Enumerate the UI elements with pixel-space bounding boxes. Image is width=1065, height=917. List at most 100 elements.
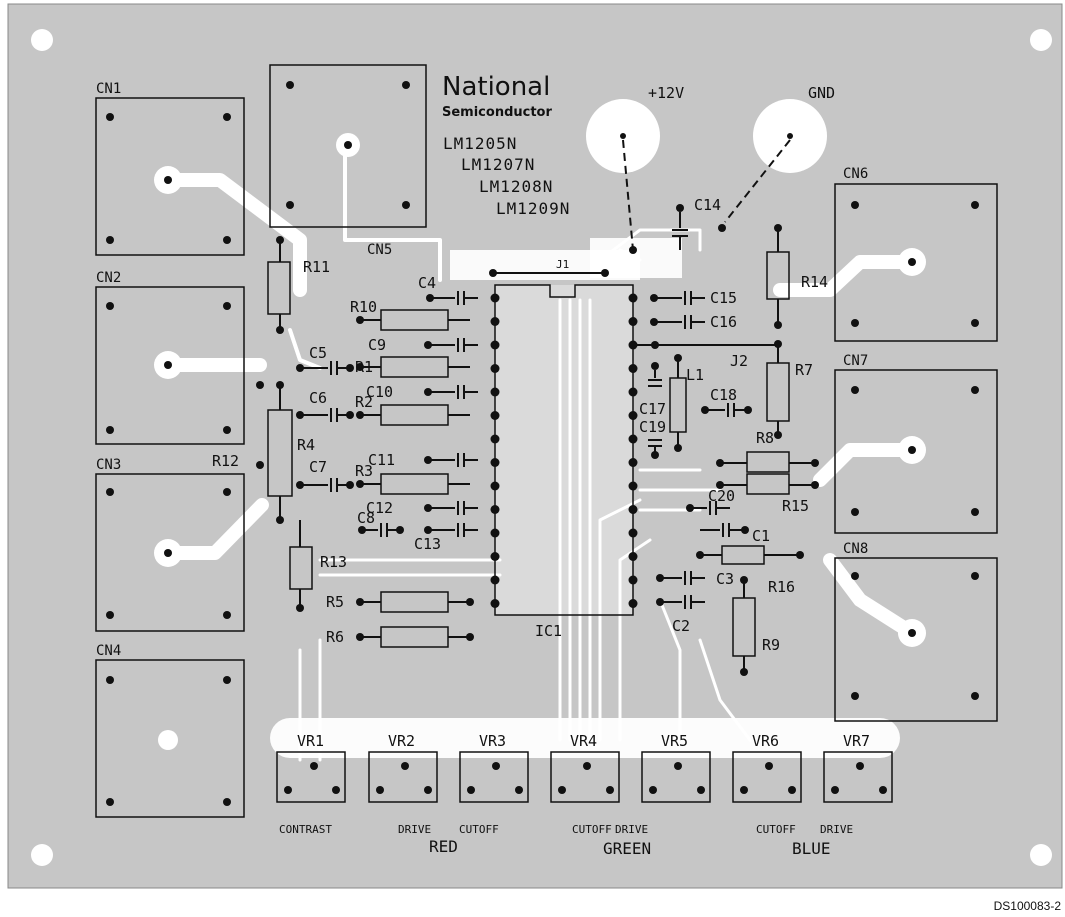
part-number-4: LM1209N	[496, 199, 570, 218]
ic1-pin	[490, 505, 500, 514]
vr2-function: DRIVE	[398, 823, 431, 836]
ic1-pin	[628, 387, 638, 397]
r3-label: R3	[355, 462, 373, 480]
connector-cn5	[269, 64, 427, 228]
cn5-label: CN5	[367, 242, 392, 258]
ic1-pins	[490, 293, 638, 608]
c14-label: C14	[694, 196, 721, 214]
connector-cn3	[95, 473, 245, 632]
cn8-label: CN8	[843, 541, 868, 557]
ic1-pin	[490, 575, 500, 585]
connector-cn2	[95, 286, 245, 445]
cn2-label: CN2	[96, 270, 121, 286]
ic1-pin	[490, 599, 500, 608]
c19-label: C19	[639, 418, 666, 436]
c18-label: C18	[710, 386, 737, 404]
vr3-function: CUTOFF	[459, 823, 499, 836]
r10-label: R10	[350, 298, 377, 316]
vr4-label: VR4	[570, 732, 597, 750]
vr3-label: VR3	[479, 732, 506, 750]
cn6-label: CN6	[843, 166, 868, 182]
ic1-pin	[628, 293, 638, 303]
ic1-pin	[490, 528, 500, 538]
ic1-pin	[490, 411, 500, 420]
ic1-pin	[490, 340, 500, 350]
resistor-pads	[256, 204, 819, 676]
c8-label: C8	[357, 509, 375, 527]
r13-label: R13	[320, 553, 347, 571]
ic1-pin	[490, 317, 500, 326]
ic1-pin	[628, 434, 638, 444]
j2-label: J2	[730, 352, 748, 370]
r6-label: R6	[326, 628, 344, 646]
r8-label: R8	[756, 429, 774, 447]
ic1-pin	[628, 458, 638, 467]
c9-label: C9	[368, 336, 386, 354]
ic1-pin	[628, 411, 638, 420]
r9-label: R9	[762, 636, 780, 654]
group-green-label: GREEN	[603, 839, 651, 858]
group-red-label: RED	[429, 837, 458, 856]
plus12v-label: +12V	[648, 84, 684, 102]
ic1-pin	[628, 528, 638, 538]
c10-label: C10	[366, 383, 393, 401]
r2-label: R2	[355, 393, 373, 411]
ic1-pin	[628, 505, 638, 514]
ic1-pin	[628, 552, 638, 561]
part-number-3: LM1208N	[479, 177, 553, 196]
vr7-label: VR7	[843, 732, 870, 750]
part-number-2: LM1207N	[461, 155, 535, 174]
ic1-pin	[490, 387, 500, 397]
mounting-holes	[31, 29, 1052, 866]
c2-label: C2	[672, 617, 690, 635]
cn7-label: CN7	[843, 353, 868, 369]
vr1-function: CONTRAST	[279, 823, 332, 836]
cn1-label: CN1	[96, 81, 121, 97]
ic1-chip	[489, 269, 634, 616]
vr6-function: CUTOFF	[756, 823, 796, 836]
ic1-label: IC1	[535, 622, 562, 640]
vr6-label: VR6	[752, 732, 779, 750]
ic1-pin	[490, 481, 500, 491]
r14-label: R14	[801, 273, 828, 291]
r5-label: R5	[326, 593, 344, 611]
cn4-label: CN4	[96, 643, 121, 659]
l1-label: L1	[686, 366, 704, 384]
r12-label: R12	[212, 452, 239, 470]
c12-label: C12	[366, 499, 393, 517]
c1-label: C1	[752, 527, 770, 545]
capacitor-pads	[296, 294, 752, 606]
potentiometers	[276, 751, 893, 803]
c13-label: C13	[414, 535, 441, 553]
group-blue-label: BLUE	[792, 839, 831, 858]
c5-label: C5	[309, 344, 327, 362]
vr7-function: DRIVE	[820, 823, 853, 836]
c4-label: C4	[418, 274, 436, 292]
ic1-pin	[628, 575, 638, 585]
vr4-function: CUTOFF	[572, 823, 612, 836]
brand-subtitle: Semiconductor	[442, 105, 552, 120]
gnd-label: GND	[808, 84, 835, 102]
c20-label: C20	[708, 487, 735, 505]
c16-label: C16	[710, 313, 737, 331]
power-terminals	[586, 99, 827, 251]
brand-name: National	[442, 72, 550, 102]
j1-label: J1	[556, 258, 569, 271]
ic1-pin	[628, 317, 638, 326]
c7-label: C7	[309, 458, 327, 476]
ic1-pin	[490, 434, 500, 444]
vr5-label: VR5	[661, 732, 688, 750]
part-number-1: LM1205N	[443, 134, 517, 153]
r1-label: R1	[355, 358, 373, 376]
r7-label: R7	[795, 361, 813, 379]
c11-label: C11	[368, 451, 395, 469]
vr2-label: VR2	[388, 732, 415, 750]
r4-label: R4	[297, 436, 315, 454]
c3-label: C3	[716, 570, 734, 588]
ic1-pin	[490, 458, 500, 467]
connector-cn6	[834, 183, 998, 342]
c15-label: C15	[710, 289, 737, 307]
capacitor-symbols	[300, 212, 748, 609]
ic1-pin	[490, 552, 500, 561]
